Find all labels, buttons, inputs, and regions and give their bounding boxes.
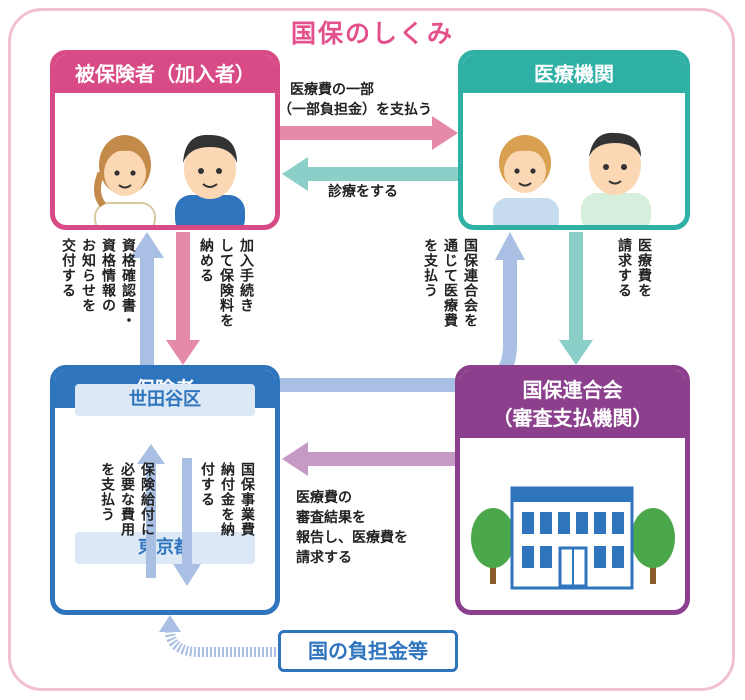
- medical-header: 医療機関: [463, 55, 685, 93]
- levy-line-2: 納付金を納: [219, 462, 235, 537]
- arrow-pay-part: [280, 116, 458, 150]
- federation-subtitle: （審査支払機関）: [492, 406, 653, 430]
- claim-line-1: 医療費を: [636, 238, 652, 298]
- via-federation-line-1: 国保連合会を: [462, 238, 478, 328]
- enroll-line-2: して保険料を: [218, 238, 234, 328]
- via-federation-line-2: 通じて医療費: [442, 238, 458, 328]
- claim-line-2: 請求する: [616, 238, 632, 298]
- building-illustration: [471, 486, 675, 590]
- insurer-inner-arrows: [137, 444, 201, 586]
- medical-staff-illustration: [493, 132, 651, 225]
- tree-left-icon: [471, 508, 515, 584]
- benefit-line-3: を支払う: [99, 462, 115, 522]
- office-building-icon: [510, 486, 634, 590]
- arrow-via-federation: [280, 232, 525, 392]
- certificate-line-3: お知らせを: [80, 238, 96, 313]
- tree-right-icon: [631, 508, 675, 584]
- certificate-line-4: 交付する: [60, 238, 76, 298]
- diagram-title: 国保のしくみ: [290, 19, 454, 48]
- arrow-claim: [559, 232, 593, 365]
- insured-people-illustration: [94, 134, 245, 225]
- treatment-label: 診療をする: [328, 184, 398, 200]
- pay-part-line-2: （一部負担金）を支払う: [278, 102, 432, 118]
- man-icon: [175, 134, 245, 225]
- via-federation-text: 国保連合会を 通じて医療費 を支払う: [420, 238, 480, 328]
- national-subsidy-box: 国の負担金等: [278, 630, 458, 672]
- review-line-1: 医療費の: [296, 490, 352, 506]
- enroll-text: 加入手続き して保険料を 納める: [196, 238, 256, 328]
- arrow-enroll: [166, 232, 200, 365]
- doctor-icon: [581, 132, 651, 225]
- pay-part-line-1: 医療費の一部: [290, 82, 374, 98]
- certificate-line-1: 資格確認書・: [120, 238, 136, 328]
- enroll-line-1: 加入手続き: [238, 238, 254, 313]
- arrow-treatment: [282, 157, 460, 191]
- benefit-line-1: 保険給付に: [139, 462, 155, 537]
- federation-box: 国保連合会 （審査支払機関）: [455, 365, 690, 615]
- enroll-line-3: 納める: [198, 238, 214, 283]
- insured-box: 被保険者（加入者）: [50, 50, 280, 230]
- federation-header: 国保連合会 （審査支払機関）: [460, 370, 685, 438]
- review-line-4: 請求する: [296, 550, 352, 566]
- claim-text: 医療費を 請求する: [614, 238, 654, 298]
- benefit-text: 保険給付に 必要な費用 を支払う: [97, 462, 157, 537]
- insured-header: 被保険者（加入者）: [55, 55, 275, 93]
- benefit-line-2: 必要な費用: [119, 462, 135, 537]
- review-line-2: 審査結果を: [296, 510, 366, 526]
- woman-icon: [94, 135, 156, 225]
- insurer-box: 保険者 世田谷区 東京都 保険給付に 必要な費用 を支払う 国保事業費 納付金を…: [50, 365, 280, 615]
- federation-name: 国保連合会: [522, 378, 623, 402]
- levy-text: 国保事業費 納付金を納 付する: [197, 462, 257, 537]
- setagaya-ward-label: 世田谷区: [75, 384, 255, 416]
- via-federation-line-3: を支払う: [422, 238, 438, 298]
- review-line-3: 報告し、医療費を: [296, 530, 408, 546]
- medical-box: 医療機関: [458, 50, 690, 230]
- arrow-certificate: [130, 232, 164, 367]
- nurse-icon: [493, 135, 559, 225]
- levy-line-3: 付する: [199, 462, 215, 507]
- certificate-text: 資格確認書・ 資格情報の お知らせを 交付する: [58, 238, 138, 328]
- levy-line-1: 国保事業費: [239, 462, 255, 537]
- certificate-line-2: 資格情報の: [100, 238, 116, 313]
- arrow-review: [282, 442, 457, 476]
- arrow-national: [159, 615, 276, 657]
